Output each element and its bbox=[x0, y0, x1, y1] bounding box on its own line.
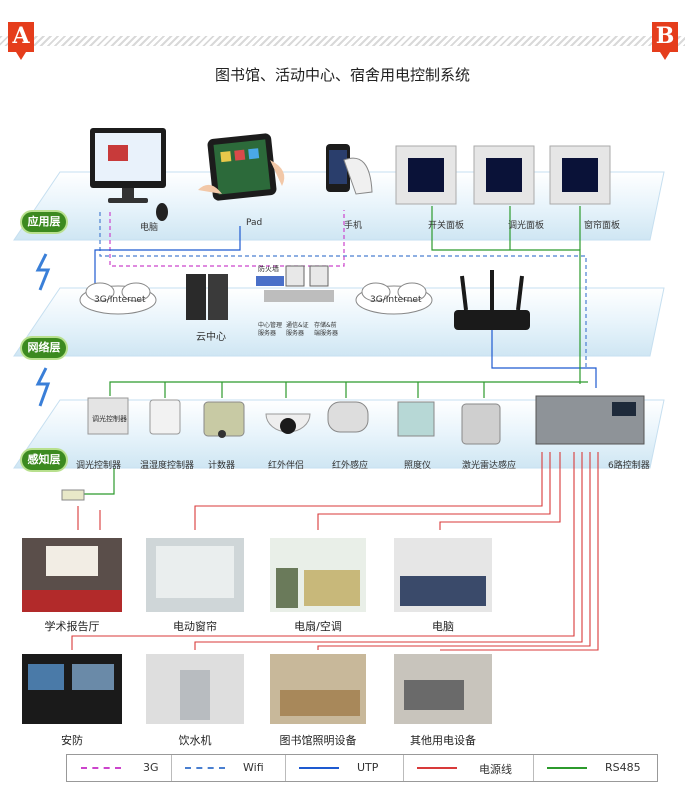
room-computer-label: 电脑 bbox=[432, 620, 454, 633]
legend-text-rs485: RS485 bbox=[605, 761, 641, 774]
phone-sketch bbox=[326, 144, 373, 195]
firewall-label: 防火墙 bbox=[258, 265, 279, 273]
legend-text-utp: UTP bbox=[357, 761, 379, 774]
server-1-label: 中心管理服务器 bbox=[258, 322, 283, 337]
room-library-lighting-label: 图书馆照明设备 bbox=[279, 734, 357, 747]
cloud-left bbox=[79, 282, 157, 315]
router bbox=[454, 270, 530, 330]
sensor-dimmer-box-text: 调光控制器 bbox=[92, 415, 127, 423]
sensor-6way-controller-label: 6路控制器 bbox=[608, 461, 650, 471]
room-photos bbox=[22, 538, 492, 724]
room-curtain-label: 电动窗帘 bbox=[173, 620, 217, 633]
sensor-sketches bbox=[87, 395, 645, 445]
device-phone-label: 手机 bbox=[344, 221, 363, 231]
rs485-panels bbox=[431, 206, 581, 384]
power-1 bbox=[77, 506, 101, 530]
marker-a-letter: A bbox=[12, 23, 30, 49]
power-8 bbox=[440, 452, 599, 651]
utp-line-router bbox=[491, 318, 597, 388]
device-dimmer-panel-label: 调光面板 bbox=[508, 221, 545, 231]
utp-line-left bbox=[94, 226, 241, 288]
sensor-ir-partner-label: 红外伴侣 bbox=[268, 461, 305, 471]
server-3-label: 存储&前端服务器 bbox=[314, 322, 339, 337]
legend-line-power bbox=[417, 767, 457, 769]
legend-item-utp: UTP bbox=[285, 755, 404, 781]
connectors bbox=[70, 206, 599, 651]
sensor-counter-label: 计数器 bbox=[208, 461, 236, 471]
wireless-bolt-upper bbox=[35, 253, 51, 291]
power-3 bbox=[317, 452, 551, 530]
legend-item-3g: 3G bbox=[67, 755, 172, 781]
room-water-dispenser-label: 饮水机 bbox=[178, 734, 212, 747]
room-security-label: 安防 bbox=[61, 734, 83, 747]
top-band bbox=[0, 36, 685, 46]
cloud-center-label: 云中心 bbox=[196, 332, 226, 343]
sensor-dimmer-controller-label: 调光控制器 bbox=[76, 461, 122, 471]
wifi-line bbox=[99, 212, 587, 368]
power-4 bbox=[439, 452, 561, 530]
device-computer-label: 电脑 bbox=[140, 223, 159, 233]
computer-sketch bbox=[90, 128, 168, 221]
rs485-sensors bbox=[109, 381, 588, 396]
legend-line-utp bbox=[299, 767, 339, 769]
legend: 3G Wifi UTP 电源线 RS485 bbox=[66, 754, 658, 782]
panel-sketches bbox=[395, 145, 611, 205]
legend-line-wifi bbox=[185, 767, 225, 769]
firewall-and-servers bbox=[256, 265, 334, 302]
legend-item-rs485: RS485 bbox=[533, 755, 656, 781]
sensor-ir-sensing-label: 红外感应 bbox=[332, 461, 369, 471]
legend-text-power: 电源线 bbox=[479, 763, 512, 776]
wireless-bolt-lower bbox=[35, 367, 51, 407]
dimmer-box bbox=[61, 489, 85, 501]
cloud-right-label: 3G/Internet bbox=[370, 295, 422, 305]
marker-b: B bbox=[652, 22, 678, 60]
cloud-right bbox=[355, 282, 433, 315]
layer-application-label: 应用层 bbox=[22, 212, 66, 232]
power-5 bbox=[71, 452, 575, 650]
legend-item-power: 电源线 bbox=[403, 755, 534, 781]
3g-line bbox=[109, 210, 345, 267]
room-other-equipment-label: 其他用电设备 bbox=[410, 734, 476, 747]
room-fan-ac-label: 电扇/空调 bbox=[294, 620, 342, 633]
legend-text-3g: 3G bbox=[143, 761, 159, 774]
marker-b-letter: B bbox=[655, 23, 675, 49]
room-lecture-hall-label: 学术报告厅 bbox=[44, 620, 100, 633]
layer-perception-label: 感知层 bbox=[22, 450, 66, 470]
device-curtain-panel-label: 窗帘面板 bbox=[584, 221, 621, 231]
power-7 bbox=[317, 452, 591, 650]
server-rack bbox=[186, 274, 228, 320]
cloud-left-label: 3G/Internet bbox=[94, 295, 146, 305]
device-switch-panel-label: 开关面板 bbox=[428, 221, 465, 231]
pad-sketch bbox=[198, 133, 285, 201]
sensor-humidity-controller-label: 温湿度控制器 bbox=[140, 461, 195, 471]
diagram-title: 图书馆、活动中心、宿舍用电控制系统 bbox=[214, 66, 470, 84]
legend-item-wifi: Wifi bbox=[171, 755, 286, 781]
device-pad-label: Pad bbox=[246, 218, 263, 228]
legend-text-wifi: Wifi bbox=[243, 761, 264, 774]
marker-a: A bbox=[8, 22, 34, 60]
server-2-label: 通信&证服务器 bbox=[286, 322, 309, 337]
sensor-illuminometer-label: 照度仪 bbox=[404, 461, 432, 471]
legend-line-3g bbox=[81, 767, 121, 769]
power-6 bbox=[194, 452, 583, 650]
sensor-lidar-label: 激光雷达感应 bbox=[462, 461, 517, 471]
power-2 bbox=[194, 452, 543, 530]
legend-line-rs485 bbox=[547, 767, 587, 769]
rs485-dimmer-box bbox=[70, 468, 115, 495]
layer-network-label: 网络层 bbox=[22, 338, 66, 358]
